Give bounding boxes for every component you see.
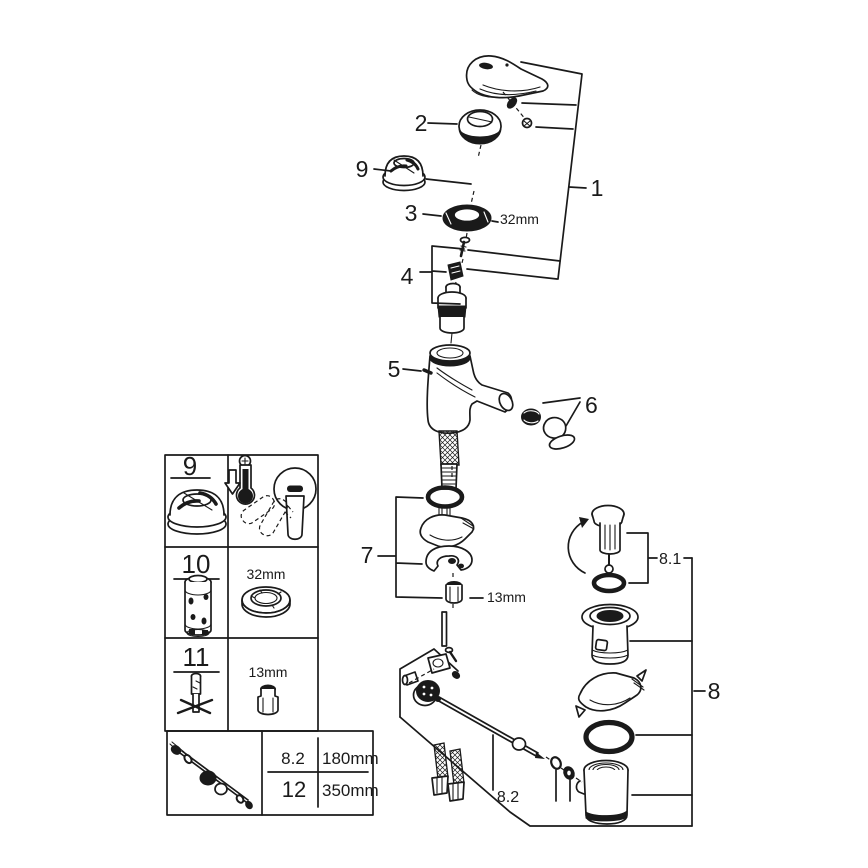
lever-position-icon [240,467,317,541]
temp-limiter-drawing: 9 [356,155,472,192]
dim-13mm-label: 13mm [487,589,526,605]
trim-ring-drawing: 3 32mm [405,200,539,232]
table-len-180mm: 180mm [322,749,379,768]
callout-7: 7 [361,542,374,568]
supply-hoses-drawing [431,742,465,802]
centerline [450,144,482,344]
aerator-drawing: 6 [521,392,598,450]
threaded-rod-drawing [441,611,448,647]
callout-8: 8 [708,678,721,704]
table-part-12: 12 [282,777,306,802]
callout-2: 2 [415,110,428,136]
callout-bracket-1: 1 [466,61,604,280]
table-dim-13mm: 13mm [249,664,288,680]
handle-ring-drawing: 2 [415,109,502,145]
callout-8-1: 8.1 [659,551,681,568]
callout-6: 6 [585,392,598,418]
callout-4: 4 [401,263,414,289]
table-part-10: 10 [182,549,211,579]
parts-table: 9 10 [164,451,379,816]
callout-9: 9 [356,156,369,182]
drain-assembly-drawing: 8 [575,557,721,827]
popup-mechanism-drawing [399,646,583,783]
handle-screw-drawing [502,91,533,129]
table-part-8-2: 8.2 [281,749,305,768]
faucet-body-drawing: 5 [388,344,514,435]
table-len-350mm: 350mm [322,781,379,800]
callout-3: 3 [405,200,418,226]
table-nut-drawing [257,684,279,716]
table-part-9: 9 [183,451,197,481]
cartridge-group-drawing: 4 [401,236,471,334]
callout-bracket-8-2: 8.2 [399,716,693,827]
arrow-down-icon [224,469,241,495]
callout-1: 1 [591,175,604,201]
mounting-set-drawing: 7 13mm [361,466,526,611]
table-dim-32mm: 32mm [247,566,286,582]
table-mounting-tool-drawing [176,672,214,715]
thermometer-icon [235,454,256,505]
lever-handle-drawing [465,55,549,99]
drain-plug-drawing: 8.1 [567,504,693,584]
callout-8-2: 8.2 [497,789,519,806]
table-part-11: 11 [183,642,210,672]
table-cartridge-drawing [184,574,212,638]
table-popup-rod-drawing [169,741,253,810]
table-trim-ring-drawing [241,586,291,618]
dim-32mm-label: 32mm [500,211,539,227]
supply-shank-drawing [438,430,460,490]
callout-5: 5 [388,356,401,382]
table-temp-limiter-drawing [167,489,227,535]
